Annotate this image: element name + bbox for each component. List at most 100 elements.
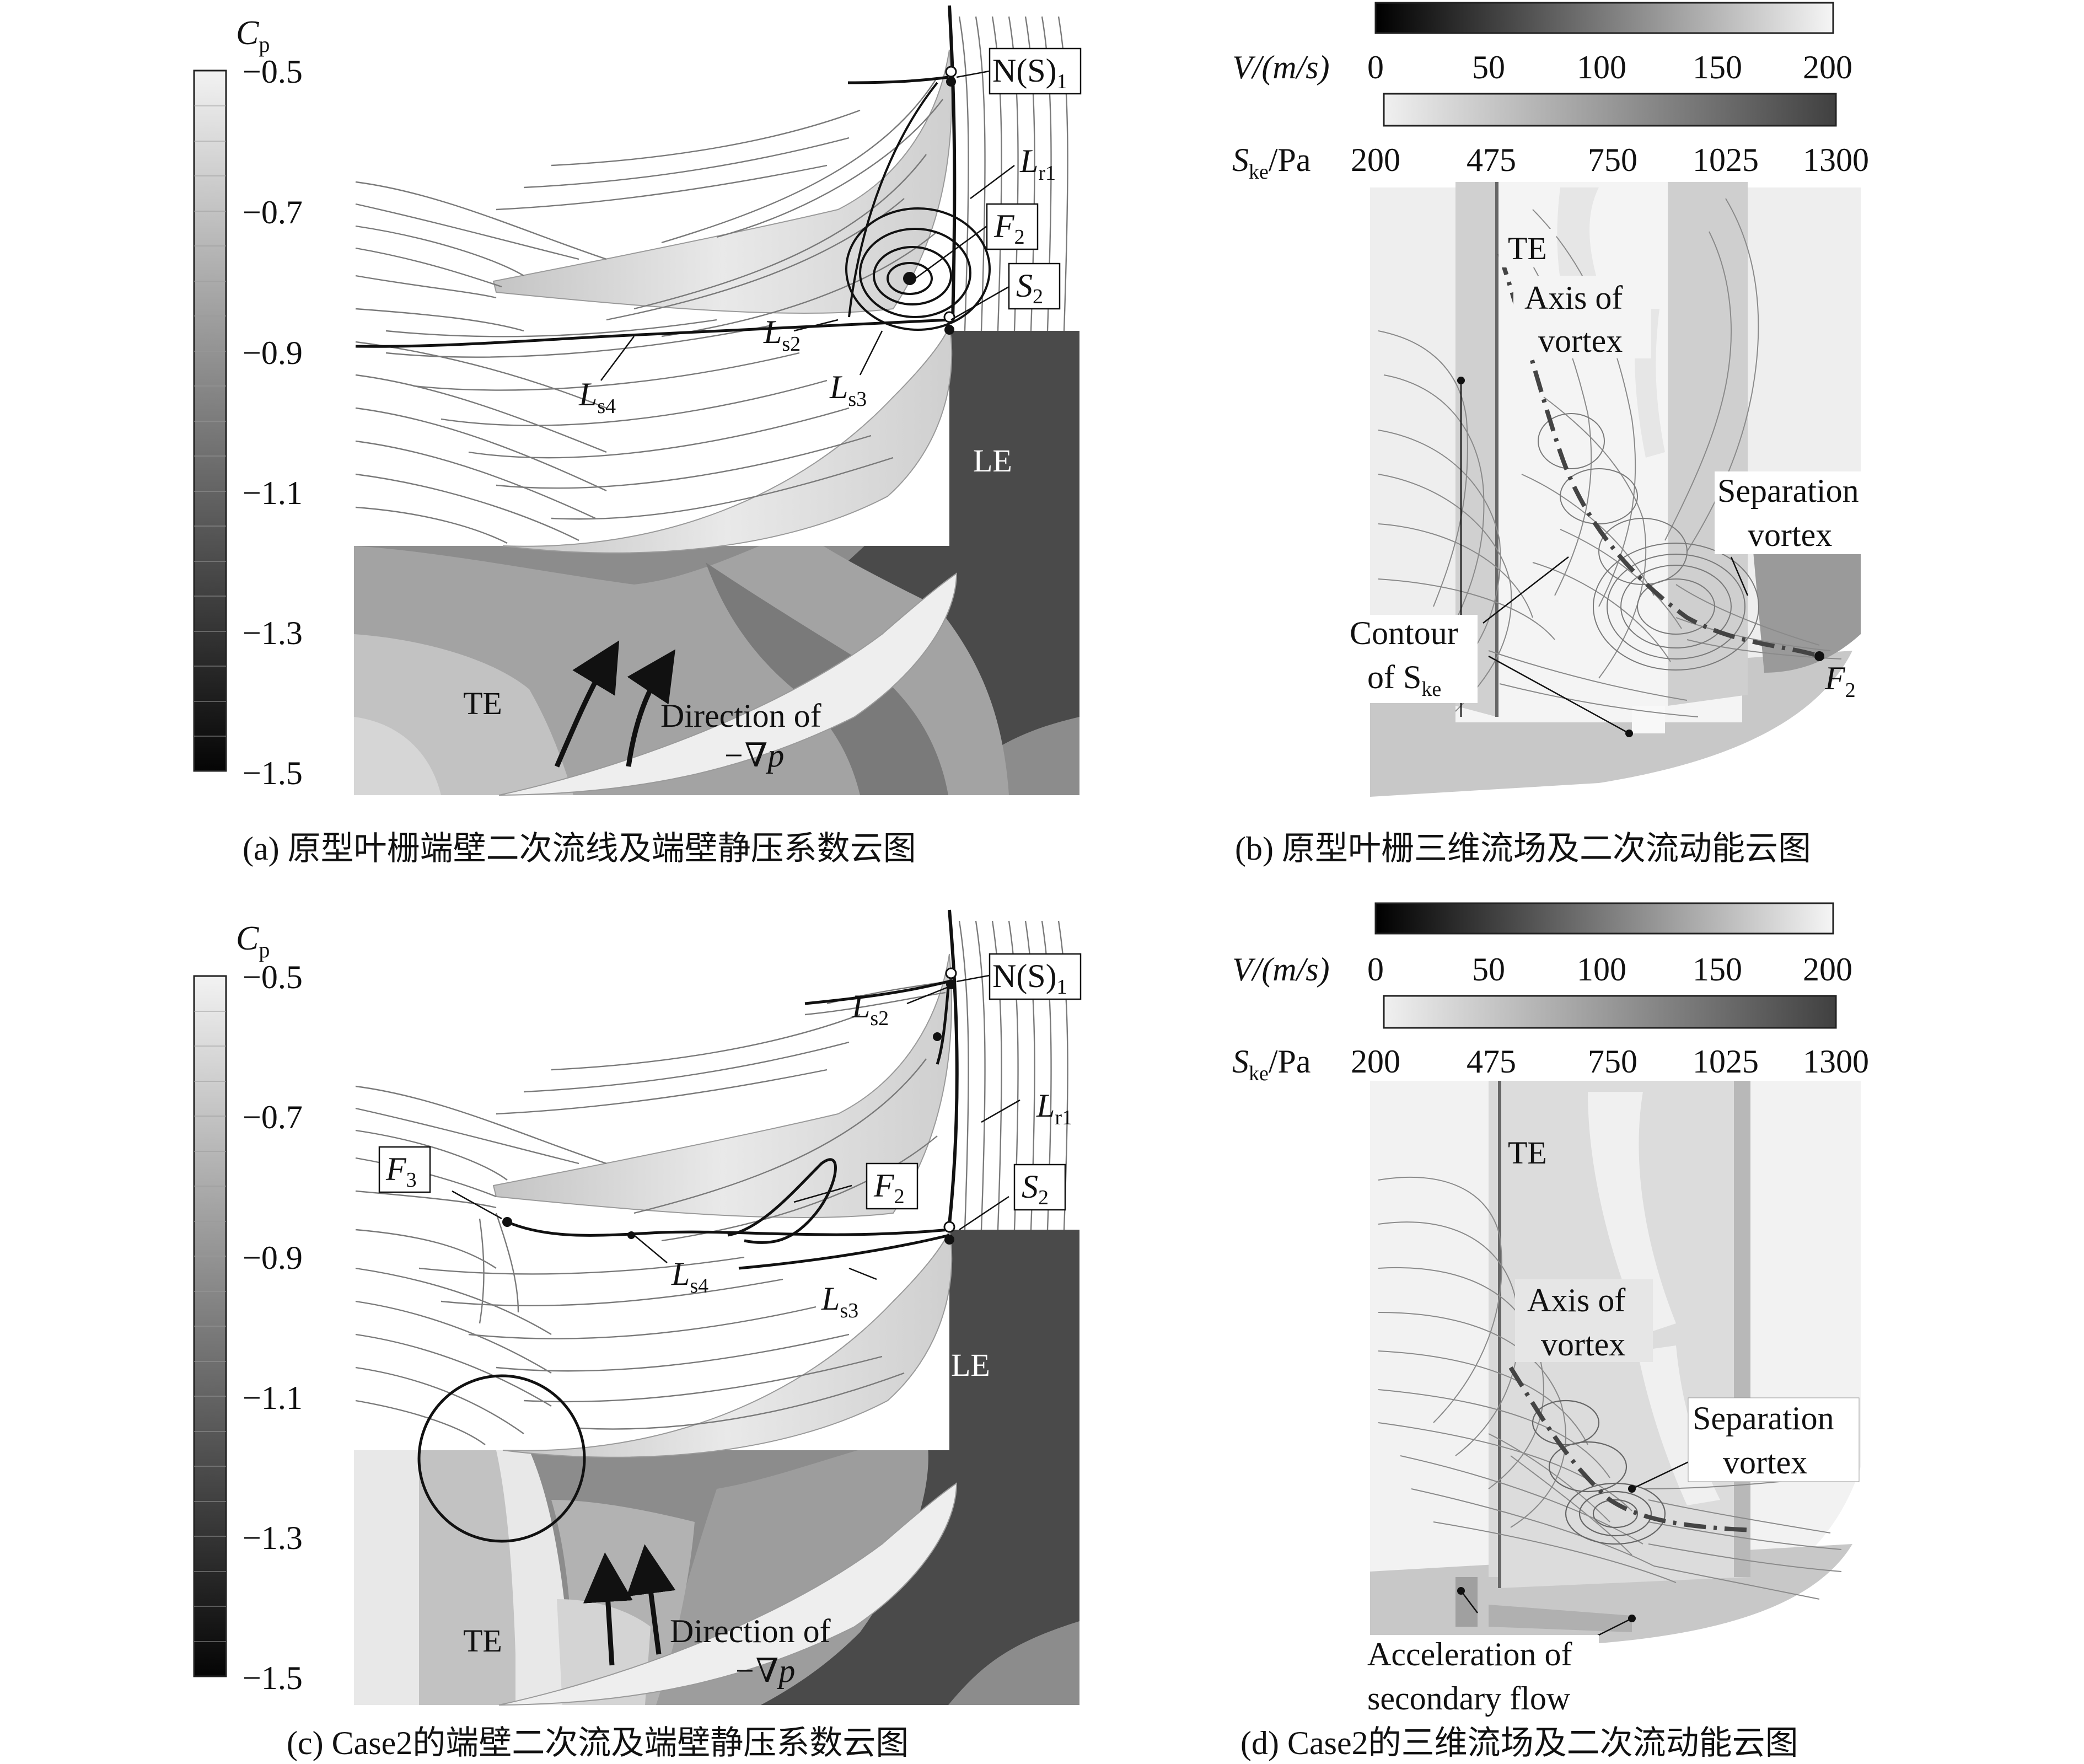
panel-b: V/(m/s) 0 50 100 150 200 Ske/Pa 200 475 … [1232,2,1880,797]
ske-tick-b-3: 1025 [1693,142,1759,178]
cp-label-a: Cp [236,14,270,57]
lr1-label-a: Lr1 [1019,143,1056,185]
velocity-tick-b-0: 0 [1367,49,1384,85]
ls3-label-c: Ls3 [821,1280,858,1322]
velocity-tick-b-4: 200 [1803,49,1852,85]
ske-colorbar-b: Ske/Pa 200 475 750 1025 1300 [1232,93,1869,184]
velocity-tick-d-1: 50 [1472,951,1505,988]
axis-label-d-1: Axis of [1527,1282,1625,1318]
attachment-line-a [948,5,957,320]
cp-tick-a-3: −1.1 [243,475,303,511]
caption-a: (a) 原型叶栅端壁二次流线及端壁静压系数云图 [243,830,916,867]
cp-tick-c-0: −0.5 [243,959,303,995]
ske-tick-d-2: 750 [1588,1043,1637,1080]
acceleration-label-d-2: secondary flow [1367,1680,1571,1717]
le-label-a: LE [973,443,1012,479]
separation-line-ls3-c [738,1234,950,1270]
f2-label-a: F2 [993,208,1025,249]
ls4-label-a: Ls4 [578,376,616,418]
cp-colorbar-a-bands [194,105,226,737]
axis-label-box-b [1513,276,1651,358]
cp-tick-a-5: −1.5 [243,755,303,791]
separation-label-b-2: vortex [1748,517,1832,553]
te-label-d: TE [1508,1135,1547,1171]
lr1-label-c: Lr1 [1036,1087,1072,1129]
endwall-field-a: N(S)1 Lr1 F2 S2 Ls2 Ls3 Ls4 LE TE Direct… [354,5,1082,796]
ls2-label-a: Ls2 [763,314,801,356]
attachment-line-c [948,909,959,1225]
separation-line-top-a [847,76,949,84]
velocity-tick-d-4: 200 [1803,951,1852,988]
te-label-b: TE [1508,230,1547,266]
cp-tick-c-5: −1.5 [243,1660,303,1696]
le-label-c: LE [951,1347,990,1383]
velocity-colorbar-d: V/(m/s) 0 50 100 150 200 [1232,902,1852,988]
cp-tick-a-0: −0.5 [243,53,303,90]
direction-label-c-2: −∇p [733,1653,795,1689]
flowfield-3d-b: TE Axis of vortex Separation vortex Cont… [1345,182,1880,797]
panel-a: Cp −0.5 −0.7 −0.9 −1.1 −1.3 −1.5 [193,5,1082,796]
ns1-label-box-c [989,953,1082,1000]
contour-label-b-1: Contour [1350,615,1458,651]
acceleration-label-box-d [1362,1635,1599,1718]
ns1-label-a: N(S)1 [992,52,1067,93]
separation-label-b-1: Separation [1717,473,1859,509]
vortex-f2-a [845,82,991,331]
panel-c: Cp −0.5 −0.7 −0.9 −1.1 −1.3 −1.5 [193,909,1082,1706]
ls2-label-c: Ls2 [851,988,889,1030]
separation-vortex-rings-d [1532,1400,1666,1545]
ske-tick-d-1: 475 [1467,1043,1516,1080]
ske-tick-b-4: 1300 [1803,142,1869,178]
separation-label-d-1: Separation [1693,1400,1834,1436]
cp-colorbar-c: Cp −0.5 −0.7 −0.9 −1.1 −1.3 −1.5 [193,920,303,1696]
f3-label-c: F3 [385,1151,417,1192]
ske-tick-d-4: 1300 [1803,1043,1869,1080]
velocity-tick-d-0: 0 [1367,951,1384,988]
cp-colorbar-c-bands [194,1011,226,1642]
caption-c: (c) Case2的端壁二次流及端壁静压系数云图 [287,1725,909,1761]
cp-colorbar-a: Cp −0.5 −0.7 −0.9 −1.1 −1.3 −1.5 [193,14,303,791]
separation-label-box-d [1688,1397,1860,1482]
direction-label-a-2: −∇p [722,737,784,774]
cp-tick-a-4: −1.3 [243,615,303,651]
flowfield-3d-d: TE Axis of vortex Separation vortex Acce… [1362,1081,1861,1718]
contour-label-box-b [1345,615,1478,703]
contour-label-b-2: of Ske [1367,659,1441,701]
ske-label-d: Ske/Pa [1232,1043,1311,1085]
streamlines-a [355,16,1068,544]
caption-b: (b) 原型叶栅三维流场及二次流动能云图 [1235,830,1811,867]
separation-line-main-c [507,1220,950,1237]
te-label-box-b [1498,229,1556,267]
f3-label-box-c [378,1146,431,1193]
acceleration-label-d-1: Acceleration of [1367,1636,1572,1672]
s2-label-c: S2 [1022,1168,1049,1209]
ske-label-b: Ske/Pa [1232,142,1311,184]
ls4-label-c: Ls4 [671,1256,708,1297]
ske-tick-b-1: 475 [1467,142,1516,178]
te-label-c: TE [463,1623,502,1659]
s2-label-a: S2 [1016,267,1043,308]
velocity-label-b: V/(m/s) [1232,49,1330,85]
axis-label-d-2: vortex [1541,1326,1625,1363]
cp-tick-a-2: −0.9 [243,335,303,371]
highlight-circle-c [417,1374,586,1543]
separation-label-box-b [1715,471,1880,554]
ls3-label-a: Ls3 [829,369,867,411]
velocity-tick-d-3: 150 [1693,951,1742,988]
cp-tick-c-4: −1.3 [243,1520,303,1556]
velocity-tick-b-1: 50 [1472,49,1505,85]
velocity-label-d: V/(m/s) [1232,951,1330,988]
cp-tick-c-1: −0.7 [243,1099,303,1135]
ns1-label-c: N(S)1 [992,958,1067,999]
velocity-tick-b-2: 100 [1577,49,1626,85]
cp-tick-c-2: −0.9 [243,1240,303,1276]
separation-label-d-2: vortex [1723,1444,1807,1481]
axis-label-b-2: vortex [1538,323,1623,359]
f2-label-box-a [986,203,1039,250]
te-label-a: TE [463,685,502,721]
ske-tick-b-2: 750 [1588,142,1637,178]
separation-vortex-rings-b [1538,413,1759,671]
panel-d: V/(m/s) 0 50 100 150 200 Ske/Pa 200 475 … [1232,902,1869,1718]
cp-tick-c-3: −1.1 [243,1380,303,1416]
